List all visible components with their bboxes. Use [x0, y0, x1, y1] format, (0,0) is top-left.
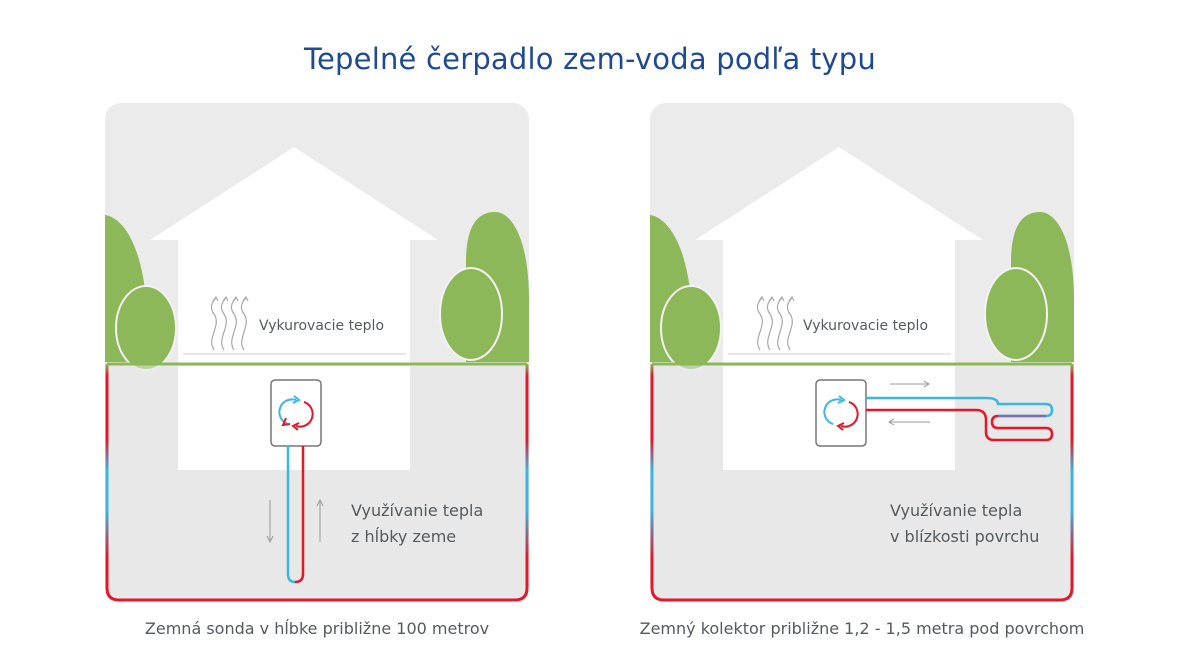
depth-label-line2: z hĺbky zeme [351, 527, 456, 546]
ground-probe [286, 446, 305, 584]
right-trees [650, 212, 1074, 371]
arrow-up-icon [316, 498, 324, 507]
heat-waves-icon [210, 295, 249, 351]
left-panel: Vykurovacie teplo Využívanie tepla z hĺb… [105, 103, 529, 638]
left-trees [105, 212, 529, 371]
ground-outline [650, 364, 1074, 602]
ground-outline [105, 364, 529, 602]
heat-pump-unit [815, 379, 867, 447]
tree-icon [984, 267, 1048, 361]
tree-icon [115, 285, 177, 371]
arrow-left-icon [888, 418, 895, 426]
flow-arrows [888, 380, 930, 426]
right-panel: Vykurovacie teplo Využívanie tepla v blí… [640, 103, 1085, 638]
depth-label-line1: Využívanie tepla [351, 501, 483, 520]
tree-icon [660, 285, 722, 371]
depth-label-line2: v blízkosti povrchu [890, 527, 1039, 546]
heat-waves-icon [756, 295, 795, 351]
arrow-right-icon [923, 380, 930, 388]
heat-label: Vykurovacie teplo [259, 318, 384, 334]
heat-pump-unit [270, 379, 322, 447]
tree-icon [439, 267, 503, 361]
right-caption: Zemný kolektor približne 1,2 - 1,5 metra… [640, 619, 1085, 638]
left-caption: Zemná sonda v hĺbke približne 100 metrov [145, 619, 489, 638]
heat-label: Vykurovacie teplo [803, 318, 928, 334]
page-title: Tepelné čerpadlo zem-voda podľa typu [304, 42, 876, 76]
ground-collector [866, 396, 1054, 442]
arrow-down-icon [266, 535, 274, 544]
depth-label-line1: Využívanie tepla [890, 501, 1022, 520]
flow-arrows [266, 498, 324, 544]
